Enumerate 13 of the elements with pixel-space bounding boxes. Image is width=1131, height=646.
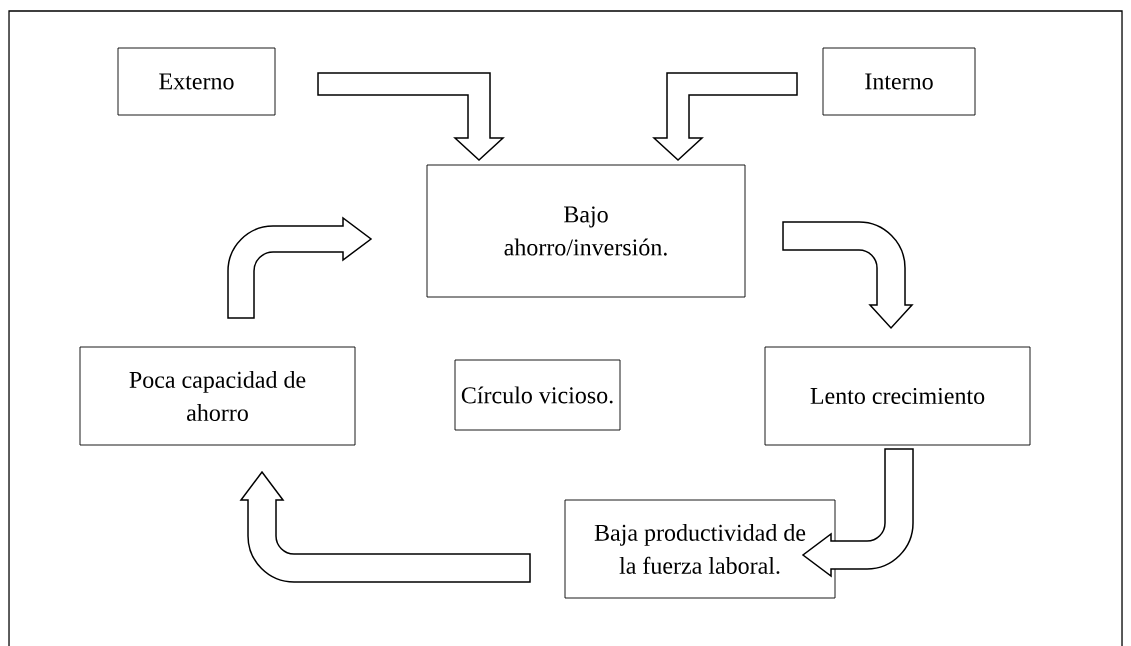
block-arrow: [317, 72, 505, 161]
block-arrow: [802, 448, 914, 577]
text-box: Bajo ahorro/inversión.: [426, 164, 746, 298]
text-box: Círculo vicioso.: [454, 359, 621, 431]
block-arrow: [227, 217, 372, 319]
text-box: Interno: [822, 47, 976, 116]
block-arrow: [782, 221, 913, 329]
text-box: Baja productividad de la fuerza laboral.: [564, 499, 836, 599]
text-box: Externo: [117, 47, 276, 116]
block-arrow: [652, 72, 798, 161]
text-box: Poca capacidad de ahorro: [79, 346, 356, 446]
block-arrow: [240, 471, 531, 583]
text-box: Lento crecimiento: [764, 346, 1031, 446]
